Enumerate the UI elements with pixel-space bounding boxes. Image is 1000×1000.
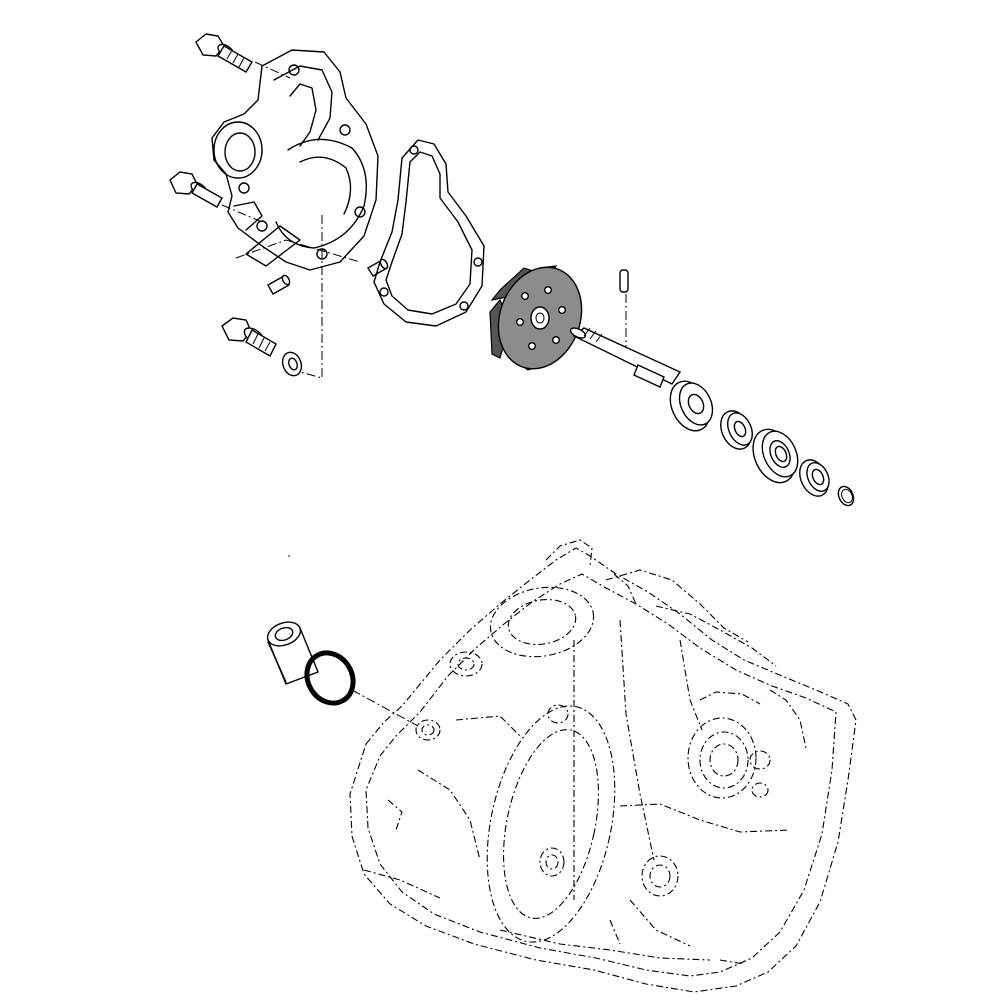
collar[interactable] [264,618,319,685]
shaft-pin[interactable] [619,269,629,293]
bearing[interactable] [745,423,805,490]
dowel-pin-left[interactable] [267,274,291,295]
flange-bolt-middle[interactable] [169,171,223,208]
crankcase [349,539,857,993]
oring-leader [351,689,419,727]
water-pump-housing-cover[interactable] [211,49,379,271]
bearing-seal[interactable] [794,455,834,500]
o-ring[interactable] [298,644,362,711]
circlip[interactable] [835,484,856,508]
flange-bolt-top[interactable] [195,33,253,73]
washer[interactable] [279,350,304,379]
impeller[interactable] [485,255,596,380]
stray-marks [288,555,290,557]
oil-seal-small[interactable] [715,406,757,454]
flange-bolt-bottom[interactable] [221,317,277,357]
oil-seal-large[interactable] [663,375,719,437]
impeller-shaft[interactable] [569,326,682,388]
cover-gasket[interactable] [373,139,485,327]
